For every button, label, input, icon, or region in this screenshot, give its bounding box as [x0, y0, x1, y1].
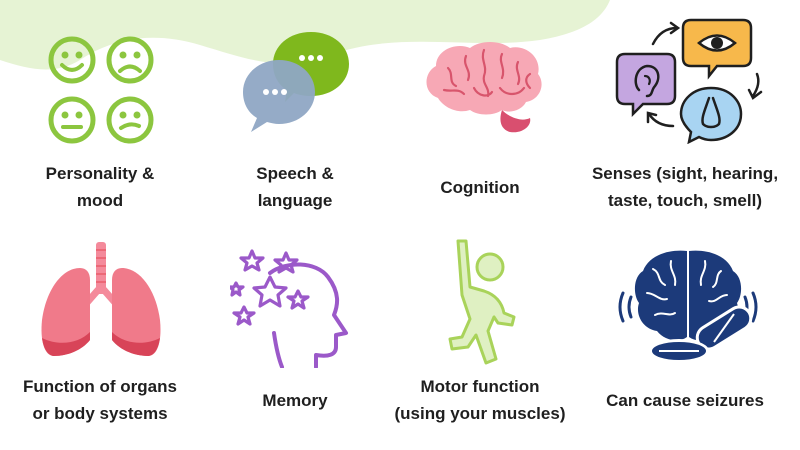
- label-speech-line2: language: [257, 191, 333, 210]
- tile-seizures: Can cause seizures: [585, 225, 785, 450]
- tile-speech: Speech & language: [195, 0, 395, 225]
- label-seizures: Can cause seizures: [606, 391, 764, 410]
- tile-memory: Memory: [195, 225, 395, 450]
- label-organs-line1: Function of organs: [23, 377, 177, 396]
- head-stars-icon: [230, 249, 348, 368]
- tile-motor: Motor function (using your muscles): [380, 225, 580, 450]
- label-motor-line1: Motor function: [420, 377, 540, 396]
- emotion-faces-icon: [48, 36, 154, 144]
- lungs-icon: [41, 242, 161, 356]
- brain-pill-icon: [618, 250, 758, 363]
- senses-cycle-icon: [615, 18, 763, 144]
- label-memory: Memory: [262, 391, 328, 410]
- label-cognition: Cognition: [440, 178, 520, 197]
- label-organs-line2: or body systems: [32, 404, 168, 423]
- speech-bubbles-icon: [243, 32, 349, 132]
- stretching-person-icon: [448, 239, 516, 365]
- label-personality-line1: Personality &: [45, 164, 155, 183]
- tile-cognition: Cognition: [380, 0, 580, 225]
- label-senses-line2: taste, touch, smell): [608, 191, 762, 210]
- tile-organs: Function of organs or body systems: [0, 225, 200, 450]
- label-senses-line1: Senses (sight, hearing,: [591, 164, 779, 183]
- brain-icon: [426, 42, 542, 133]
- tile-senses: Senses (sight, hearing, taste, touch, sm…: [585, 0, 785, 225]
- label-personality-line2: mood: [76, 191, 124, 210]
- tile-personality: Personality & mood: [0, 0, 200, 225]
- label-motor-line2: (using your muscles): [394, 404, 566, 423]
- label-speech-line1: Speech &: [256, 164, 334, 183]
